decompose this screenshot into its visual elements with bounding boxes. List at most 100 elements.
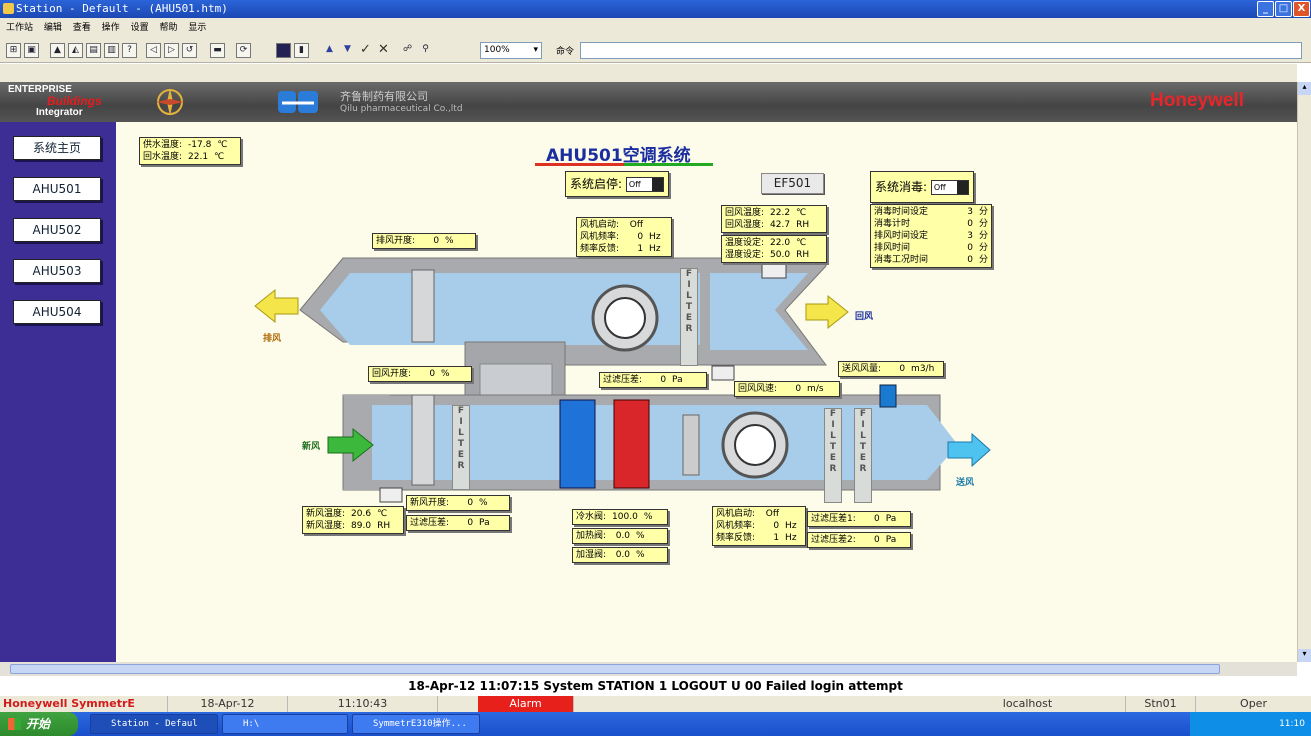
cancel-icon[interactable]: ✕ <box>378 42 389 57</box>
unlock-icon[interactable]: ◭ <box>68 43 83 58</box>
zoom-select[interactable]: 100% ▾ <box>480 42 542 59</box>
menu-help[interactable]: 帮助 <box>159 23 178 33</box>
system-tray: 11:10 <box>1190 712 1311 736</box>
company-name-en: Qilu pharmaceutical Co.,ltd <box>340 104 463 114</box>
maximize-button[interactable]: □ <box>1275 1 1292 17</box>
nav-ahu502-button[interactable]: AHU502 <box>13 218 101 242</box>
forward-icon[interactable]: ▷ <box>164 43 179 58</box>
exhaust-air-label: 排风 <box>263 334 282 344</box>
honeywell-logo: Honeywell <box>1150 90 1244 111</box>
fresh-damper-panel: 新风开度:0% <box>406 495 510 511</box>
command-label: 命令 <box>556 47 575 57</box>
command-input[interactable] <box>580 42 1302 59</box>
scroll-down-icon[interactable]: ▾ <box>1298 649 1311 662</box>
windows-logo-icon <box>8 718 21 730</box>
menu-workstation[interactable]: 工作站 <box>6 23 34 33</box>
chevron-down-icon: ▾ <box>533 45 538 55</box>
history-icon[interactable]: ↺ <box>182 43 197 58</box>
nav-home-button[interactable]: 系统主页 <box>13 136 101 160</box>
arrow-up-icon[interactable]: ▲ <box>326 44 333 54</box>
report-icon[interactable]: ▤ <box>86 43 101 58</box>
alarm-indicator[interactable]: Alarm <box>478 696 574 712</box>
system-disinfect-label: 系统消毒: <box>875 180 928 194</box>
temp-setpoint[interactable]: 22.0 <box>770 238 791 248</box>
page-title: AHU501空调系统 <box>546 146 691 166</box>
heating-valve-panel: 加热阀:0.0% <box>572 528 668 544</box>
return-damper-panel: 回风开度:0% <box>368 366 472 382</box>
system-disinfect-control: 系统消毒: Off <box>870 171 974 203</box>
refresh-icon[interactable]: ⟳ <box>236 43 251 58</box>
company-name-cn: 齐鲁制药有限公司 <box>340 90 428 103</box>
minimize-button[interactable]: _ <box>1257 1 1274 17</box>
network-icon[interactable]: ⊞ <box>6 43 21 58</box>
ebi-logo-line3: Integrator <box>36 107 83 118</box>
task-station[interactable]: Station - Defaul <box>90 714 218 734</box>
status-date: 18-Apr-12 <box>168 696 288 712</box>
menu-edit[interactable]: 编辑 <box>43 23 62 33</box>
system-disinfect-select[interactable]: Off <box>930 180 969 195</box>
help-icon[interactable]: ? <box>122 43 137 58</box>
banner <box>0 82 1297 122</box>
check-icon[interactable]: ✓ <box>360 42 371 57</box>
window-title: Station - Default - (AHU501.htm) <box>16 2 228 15</box>
system-start-select[interactable]: Off <box>625 177 664 192</box>
task-explorer[interactable]: H:\ <box>222 714 348 734</box>
close-button[interactable]: X <box>1293 1 1310 17</box>
task-symmetre-doc[interactable]: SymmetrE310操作... <box>352 714 480 734</box>
start-button[interactable]: 开始 <box>0 712 78 736</box>
supply-air-label: 送风 <box>956 478 975 488</box>
search-icon[interactable]: ⚲ <box>422 44 429 54</box>
scroll-up-icon[interactable]: ▴ <box>1298 82 1311 95</box>
taskbar <box>0 712 1311 736</box>
water-temp-panel: 供水温度:-17.8℃ 回水温度:22.1℃ <box>139 137 241 165</box>
menu-view[interactable]: 查看 <box>72 23 91 33</box>
nav-ahu503-button[interactable]: AHU503 <box>13 259 101 283</box>
vertical-scrollbar[interactable]: ▴ ▾ <box>1297 82 1311 662</box>
bar-chart-icon[interactable]: ▮ <box>294 43 309 58</box>
horizontal-scrollbar[interactable] <box>0 662 1297 676</box>
humidity-setpoint[interactable]: 50.0 <box>770 250 791 260</box>
sidebar: 系统主页 AHU501 AHU502 AHU503 AHU504 <box>0 122 116 662</box>
lock-icon[interactable]: ▲ <box>50 43 65 58</box>
nav-ahu501-button[interactable]: AHU501 <box>13 177 101 201</box>
status-role: Oper <box>1240 697 1267 710</box>
status-station: Stn01 <box>1126 696 1196 712</box>
book-icon[interactable]: ▥ <box>104 43 119 58</box>
message-line: 18-Apr-12 11:07:15 System STATION 1 LOGO… <box>0 676 1311 696</box>
horizontal-scroll-thumb[interactable] <box>10 664 1220 674</box>
ef501-button[interactable]: EF501 <box>761 173 824 194</box>
start-label: 开始 <box>26 717 51 731</box>
group-icon[interactable]: ☍ <box>402 44 413 54</box>
display-icon[interactable]: ▣ <box>24 43 39 58</box>
humidify-valve-panel: 加湿阀:0.0% <box>572 547 668 563</box>
fresh-air-label: 新风 <box>302 442 321 452</box>
window-title-bar: Station - Default - (AHU501.htm) <box>0 0 1311 18</box>
menu-bar: 工作站 编辑 查看 操作 设置 帮助 显示 <box>0 18 1311 39</box>
menu-display[interactable]: 显示 <box>188 23 207 33</box>
status-time: 11:10:43 <box>288 696 438 712</box>
menu-settings[interactable]: 设置 <box>130 23 149 33</box>
back-icon[interactable]: ◁ <box>146 43 161 58</box>
ebi-logo-line2: Buildings <box>47 94 102 108</box>
menu-action[interactable]: 操作 <box>101 23 120 33</box>
tray-clock: 11:10 <box>1279 719 1305 729</box>
exhaust-damper-panel: 排风开度:0% <box>372 233 476 249</box>
arrow-down-icon[interactable]: ▼ <box>344 44 351 54</box>
alarm-summary-icon[interactable] <box>276 43 291 58</box>
nav-ahu504-button[interactable]: AHU504 <box>13 300 101 324</box>
folder-icon[interactable]: ▬ <box>210 43 225 58</box>
supply-water-temp: -17.8 <box>188 140 212 150</box>
